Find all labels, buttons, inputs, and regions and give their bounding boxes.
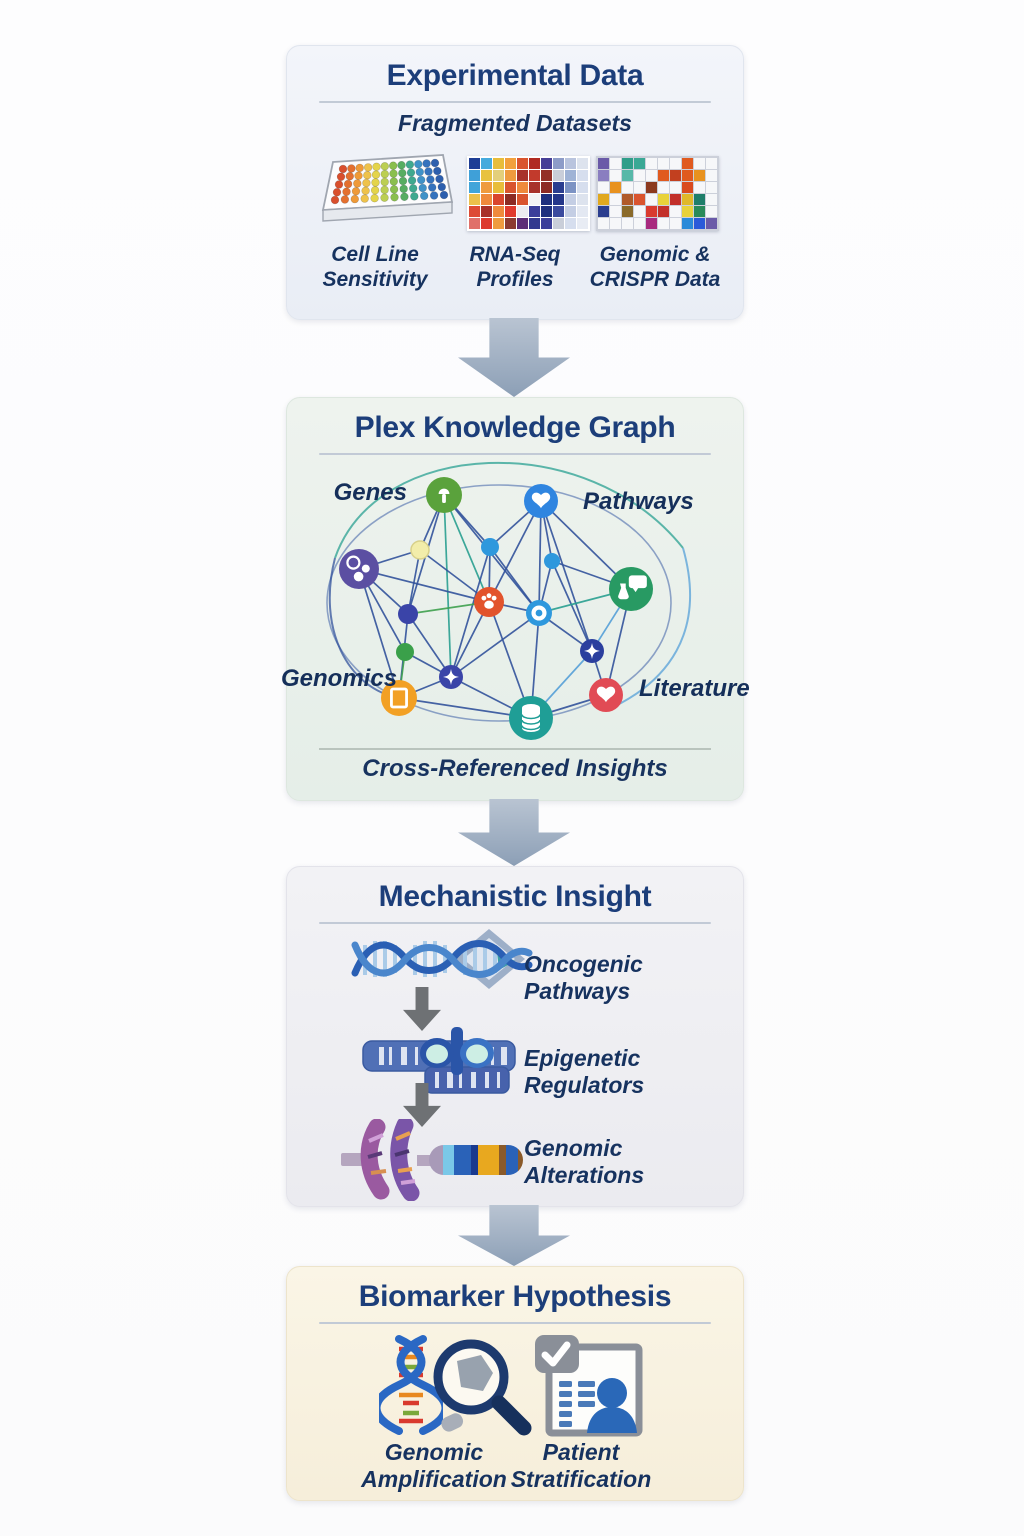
title-divider bbox=[318, 453, 712, 455]
graph-node bbox=[544, 553, 560, 569]
chromosome-icon bbox=[341, 1119, 523, 1201]
panel-title: Experimental Data bbox=[386, 59, 644, 92]
dna-strand-icon bbox=[379, 1335, 443, 1435]
panel-title: Mechanistic Insight bbox=[378, 880, 652, 913]
gene-node-icon bbox=[426, 477, 462, 513]
donut-icon bbox=[526, 600, 552, 626]
mechanistic-insight-panel: Mechanistic Insight Oncogenic Pathways bbox=[286, 866, 744, 1207]
patient-card-icon bbox=[535, 1335, 643, 1437]
biomarker-hypothesis-panel: Biomarker Hypothesis bbox=[286, 1266, 744, 1501]
graph-label-literature: Literature bbox=[639, 675, 750, 702]
crispr-label: Genomic & CRISPR Data bbox=[589, 243, 721, 291]
cell-line-label: Cell Line Sensitivity bbox=[322, 243, 428, 291]
rna-seq-label: RNA-Seq Profiles bbox=[469, 243, 561, 291]
flow-arrow-3 bbox=[458, 1205, 570, 1266]
graph-label-genes: Genes bbox=[334, 479, 407, 506]
magnifier-icon bbox=[433, 1339, 532, 1436]
pathway-heart-icon bbox=[524, 484, 558, 518]
flow-arrow-1 bbox=[458, 318, 570, 397]
graph-footer-label: Cross-Referenced Insights bbox=[362, 755, 668, 782]
literature-heart-icon bbox=[589, 678, 623, 712]
chat-flask-icon bbox=[609, 567, 653, 611]
dataset-label-row: Cell Line Sensitivity RNA-Seq Profiles G… bbox=[287, 243, 743, 293]
paw-icon bbox=[474, 587, 504, 617]
square-icon bbox=[381, 680, 417, 716]
flow-arrow-2 bbox=[458, 799, 570, 866]
database-icon bbox=[509, 696, 553, 740]
genomic-grid-icon bbox=[596, 155, 719, 231]
footer-divider bbox=[318, 748, 712, 750]
panel-title: Plex Knowledge Graph bbox=[354, 411, 676, 444]
graph-label-pathways: Pathways bbox=[583, 488, 694, 515]
graph-label-genomics: Genomics bbox=[281, 665, 397, 692]
epigenetic-label: Epigenetic Regulators bbox=[524, 1045, 645, 1099]
heatmap-icon bbox=[467, 155, 590, 231]
sparkle-icon bbox=[439, 665, 463, 689]
cells-icon bbox=[339, 549, 379, 589]
title-divider bbox=[318, 1322, 712, 1324]
graph-node bbox=[410, 540, 430, 560]
sparkle-icon bbox=[580, 639, 604, 663]
alterations-label: Genomic Alterations bbox=[524, 1135, 645, 1189]
dataset-icon-row bbox=[287, 149, 743, 237]
experimental-data-panel: Experimental Data Fragmented Datasets Ce… bbox=[286, 45, 744, 320]
dna-helix-icon bbox=[351, 929, 533, 989]
amplification-label: Genomic Amplification bbox=[361, 1439, 507, 1493]
graph-node bbox=[398, 604, 418, 624]
oncogenic-label: Oncogenic Pathways bbox=[524, 951, 643, 1005]
stratification-label: Patient Stratification bbox=[510, 1439, 652, 1493]
panel-title: Biomarker Hypothesis bbox=[358, 1280, 672, 1313]
graph-node bbox=[396, 643, 414, 661]
panel-subtitle: Fragmented Datasets bbox=[398, 110, 632, 136]
title-divider bbox=[318, 922, 712, 924]
epigenetic-protein-icon bbox=[362, 1027, 516, 1094]
title-divider bbox=[318, 101, 712, 103]
well-plate-icon bbox=[321, 154, 454, 222]
graph-node bbox=[481, 538, 499, 556]
